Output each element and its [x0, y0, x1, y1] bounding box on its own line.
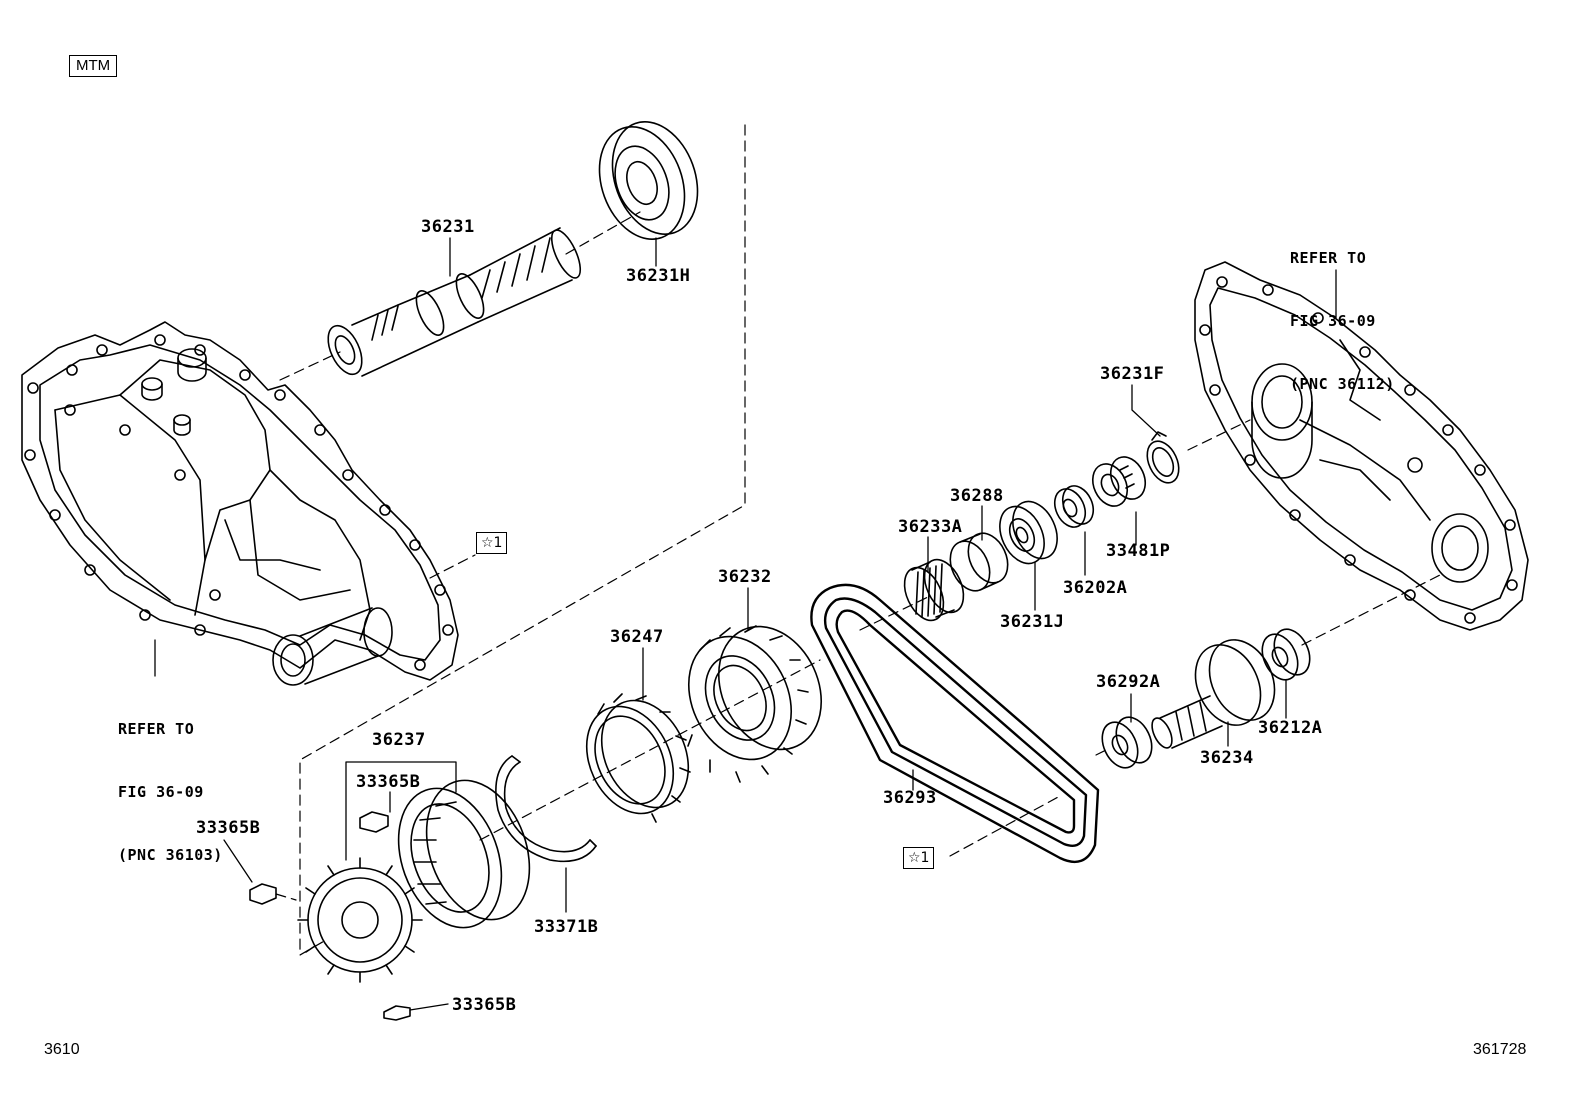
left-refer-line3: (PNC 36103) [118, 846, 223, 864]
right-refer-note: REFER TO FIG 36-09 (PNC 36112) [1290, 206, 1395, 416]
part-label-33365B-top: 33365B [356, 772, 421, 792]
key-33365B-bottom [383, 1005, 411, 1021]
drive-chain [810, 583, 1100, 863]
part-label-36233A: 36233A [898, 517, 963, 537]
part-label-36231: 36231 [421, 217, 475, 237]
snap-ring-36231F [1146, 431, 1180, 484]
part-label-36237: 36237 [372, 730, 426, 750]
footer-right-code: 361728 [1473, 1041, 1527, 1058]
part-label-36247: 36247 [610, 627, 664, 647]
part-label-33365B-bottom: 33365B [452, 995, 517, 1015]
dashed-guide-lines [275, 124, 1441, 956]
part-label-33371B: 33371B [534, 917, 599, 937]
footer-left-code: 3610 [44, 1041, 80, 1058]
part-label-36288: 36288 [950, 486, 1004, 506]
right-refer-line2: FIG 36-09 [1290, 312, 1376, 330]
bearing-36292A [1101, 716, 1153, 769]
part-label-36212A: 36212A [1258, 718, 1323, 738]
right-refer-line1: REFER TO [1290, 249, 1367, 267]
nut-33481P [1091, 456, 1147, 507]
part-label-36231F: 36231F [1100, 364, 1165, 384]
right-case-bolt-holes [1199, 276, 1518, 624]
bearing-36231H [598, 121, 699, 240]
needle-bearing-36233A [903, 558, 965, 622]
output-shaft-36234 [1151, 639, 1276, 749]
left-refer-note: REFER TO FIG 36-09 (PNC 36103) [118, 677, 223, 887]
bearing-36212A [1261, 628, 1311, 681]
snap-ring-33371B [495, 755, 597, 863]
part-label-36232: 36232 [718, 567, 772, 587]
left-case-bolt-holes [24, 334, 454, 671]
model-badge: MTM [69, 55, 118, 77]
clutch-hub-gear [297, 857, 423, 983]
spacer-36288 [949, 532, 1009, 592]
part-label-33481P: 33481P [1106, 541, 1171, 561]
star-marker-upper: ☆1 [476, 532, 508, 554]
left-case-housing [21, 321, 459, 686]
driven-sprocket-36232 [687, 625, 823, 783]
washer-36202A [1053, 485, 1095, 528]
part-label-36231J: 36231J [1000, 612, 1065, 632]
part-label-36231H: 36231H [626, 266, 691, 286]
input-shaft [327, 227, 582, 377]
left-refer-line2: FIG 36-09 [118, 783, 204, 801]
key-33365B-top [359, 811, 389, 833]
part-label-36202A: 36202A [1063, 578, 1128, 598]
part-label-36234: 36234 [1200, 748, 1254, 768]
star-marker-lower: ☆1 [903, 847, 935, 869]
part-label-36292A: 36292A [1096, 672, 1161, 692]
synchronizer-ring-36247 [585, 693, 691, 823]
key-33365B-left [249, 883, 277, 905]
left-refer-line1: REFER TO [118, 720, 195, 738]
part-label-36293: 36293 [883, 788, 937, 808]
hub-sleeve-36237 [397, 779, 531, 929]
right-refer-line3: (PNC 36112) [1290, 375, 1395, 393]
right-case-cover [1194, 261, 1529, 631]
leader-lines [154, 237, 1337, 1011]
part-label-33365B-left: 33365B [196, 818, 261, 838]
